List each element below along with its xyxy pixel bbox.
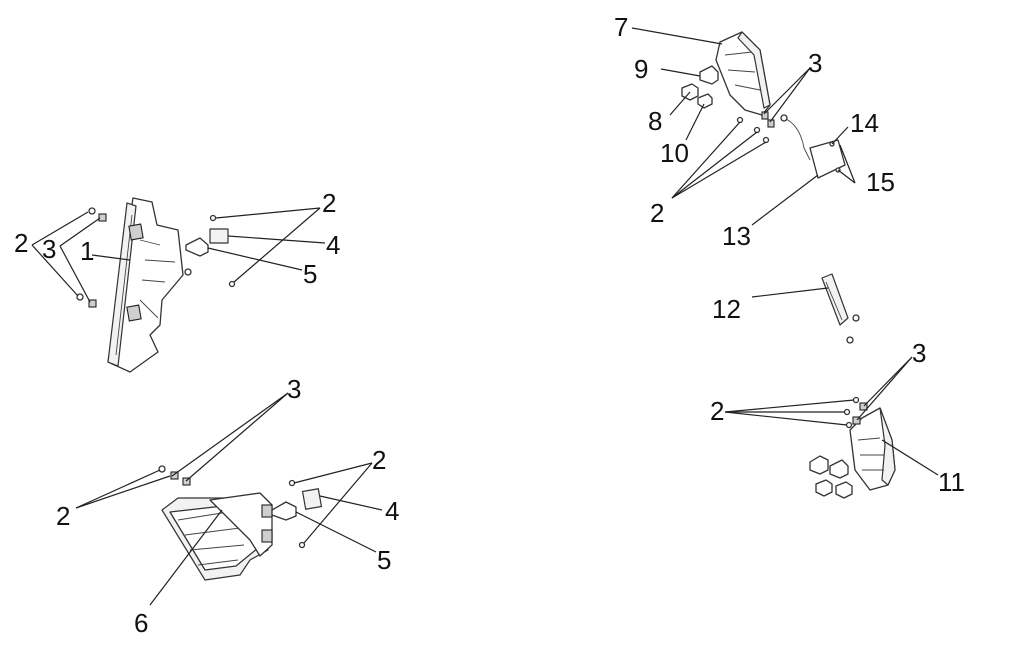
callout-labels: 1 2 3 2 4 5 3 2 2 4 5 6 7 9 3 8 10 14 15…: [14, 12, 965, 638]
callout-5: 5: [377, 545, 391, 575]
callout-7: 7: [614, 12, 628, 42]
right-taillight-assembly: [809, 396, 896, 499]
front-headlight-assembly: [158, 465, 323, 581]
callout-14: 14: [850, 108, 879, 138]
callout-2: 2: [650, 198, 664, 228]
callout-2: 2: [14, 228, 28, 258]
callout-10: 10: [660, 138, 689, 168]
callout-15: 15: [866, 167, 895, 197]
callout-9: 9: [634, 54, 648, 84]
rear-taillight-assembly: [681, 31, 846, 179]
callout-3: 3: [42, 234, 56, 264]
callout-2: 2: [710, 396, 724, 426]
callout-8: 8: [648, 106, 662, 136]
callout-11: 11: [938, 467, 965, 497]
callout-2: 2: [372, 445, 386, 475]
callout-12: 12: [712, 294, 741, 324]
callout-13: 13: [722, 221, 751, 251]
callout-4: 4: [385, 496, 399, 526]
callout-3: 3: [912, 338, 926, 368]
callout-2: 2: [322, 188, 336, 218]
leader-lines: [31, 27, 939, 606]
callout-5: 5: [303, 259, 317, 289]
callout-3: 3: [808, 48, 822, 78]
callout-6: 6: [134, 608, 148, 638]
left-headlight-assembly: [76, 197, 236, 373]
callout-1: 1: [80, 236, 94, 266]
side-reflector-assembly: [821, 273, 860, 344]
callout-2: 2: [56, 501, 70, 531]
callout-3: 3: [287, 374, 301, 404]
callout-4: 4: [326, 230, 340, 260]
